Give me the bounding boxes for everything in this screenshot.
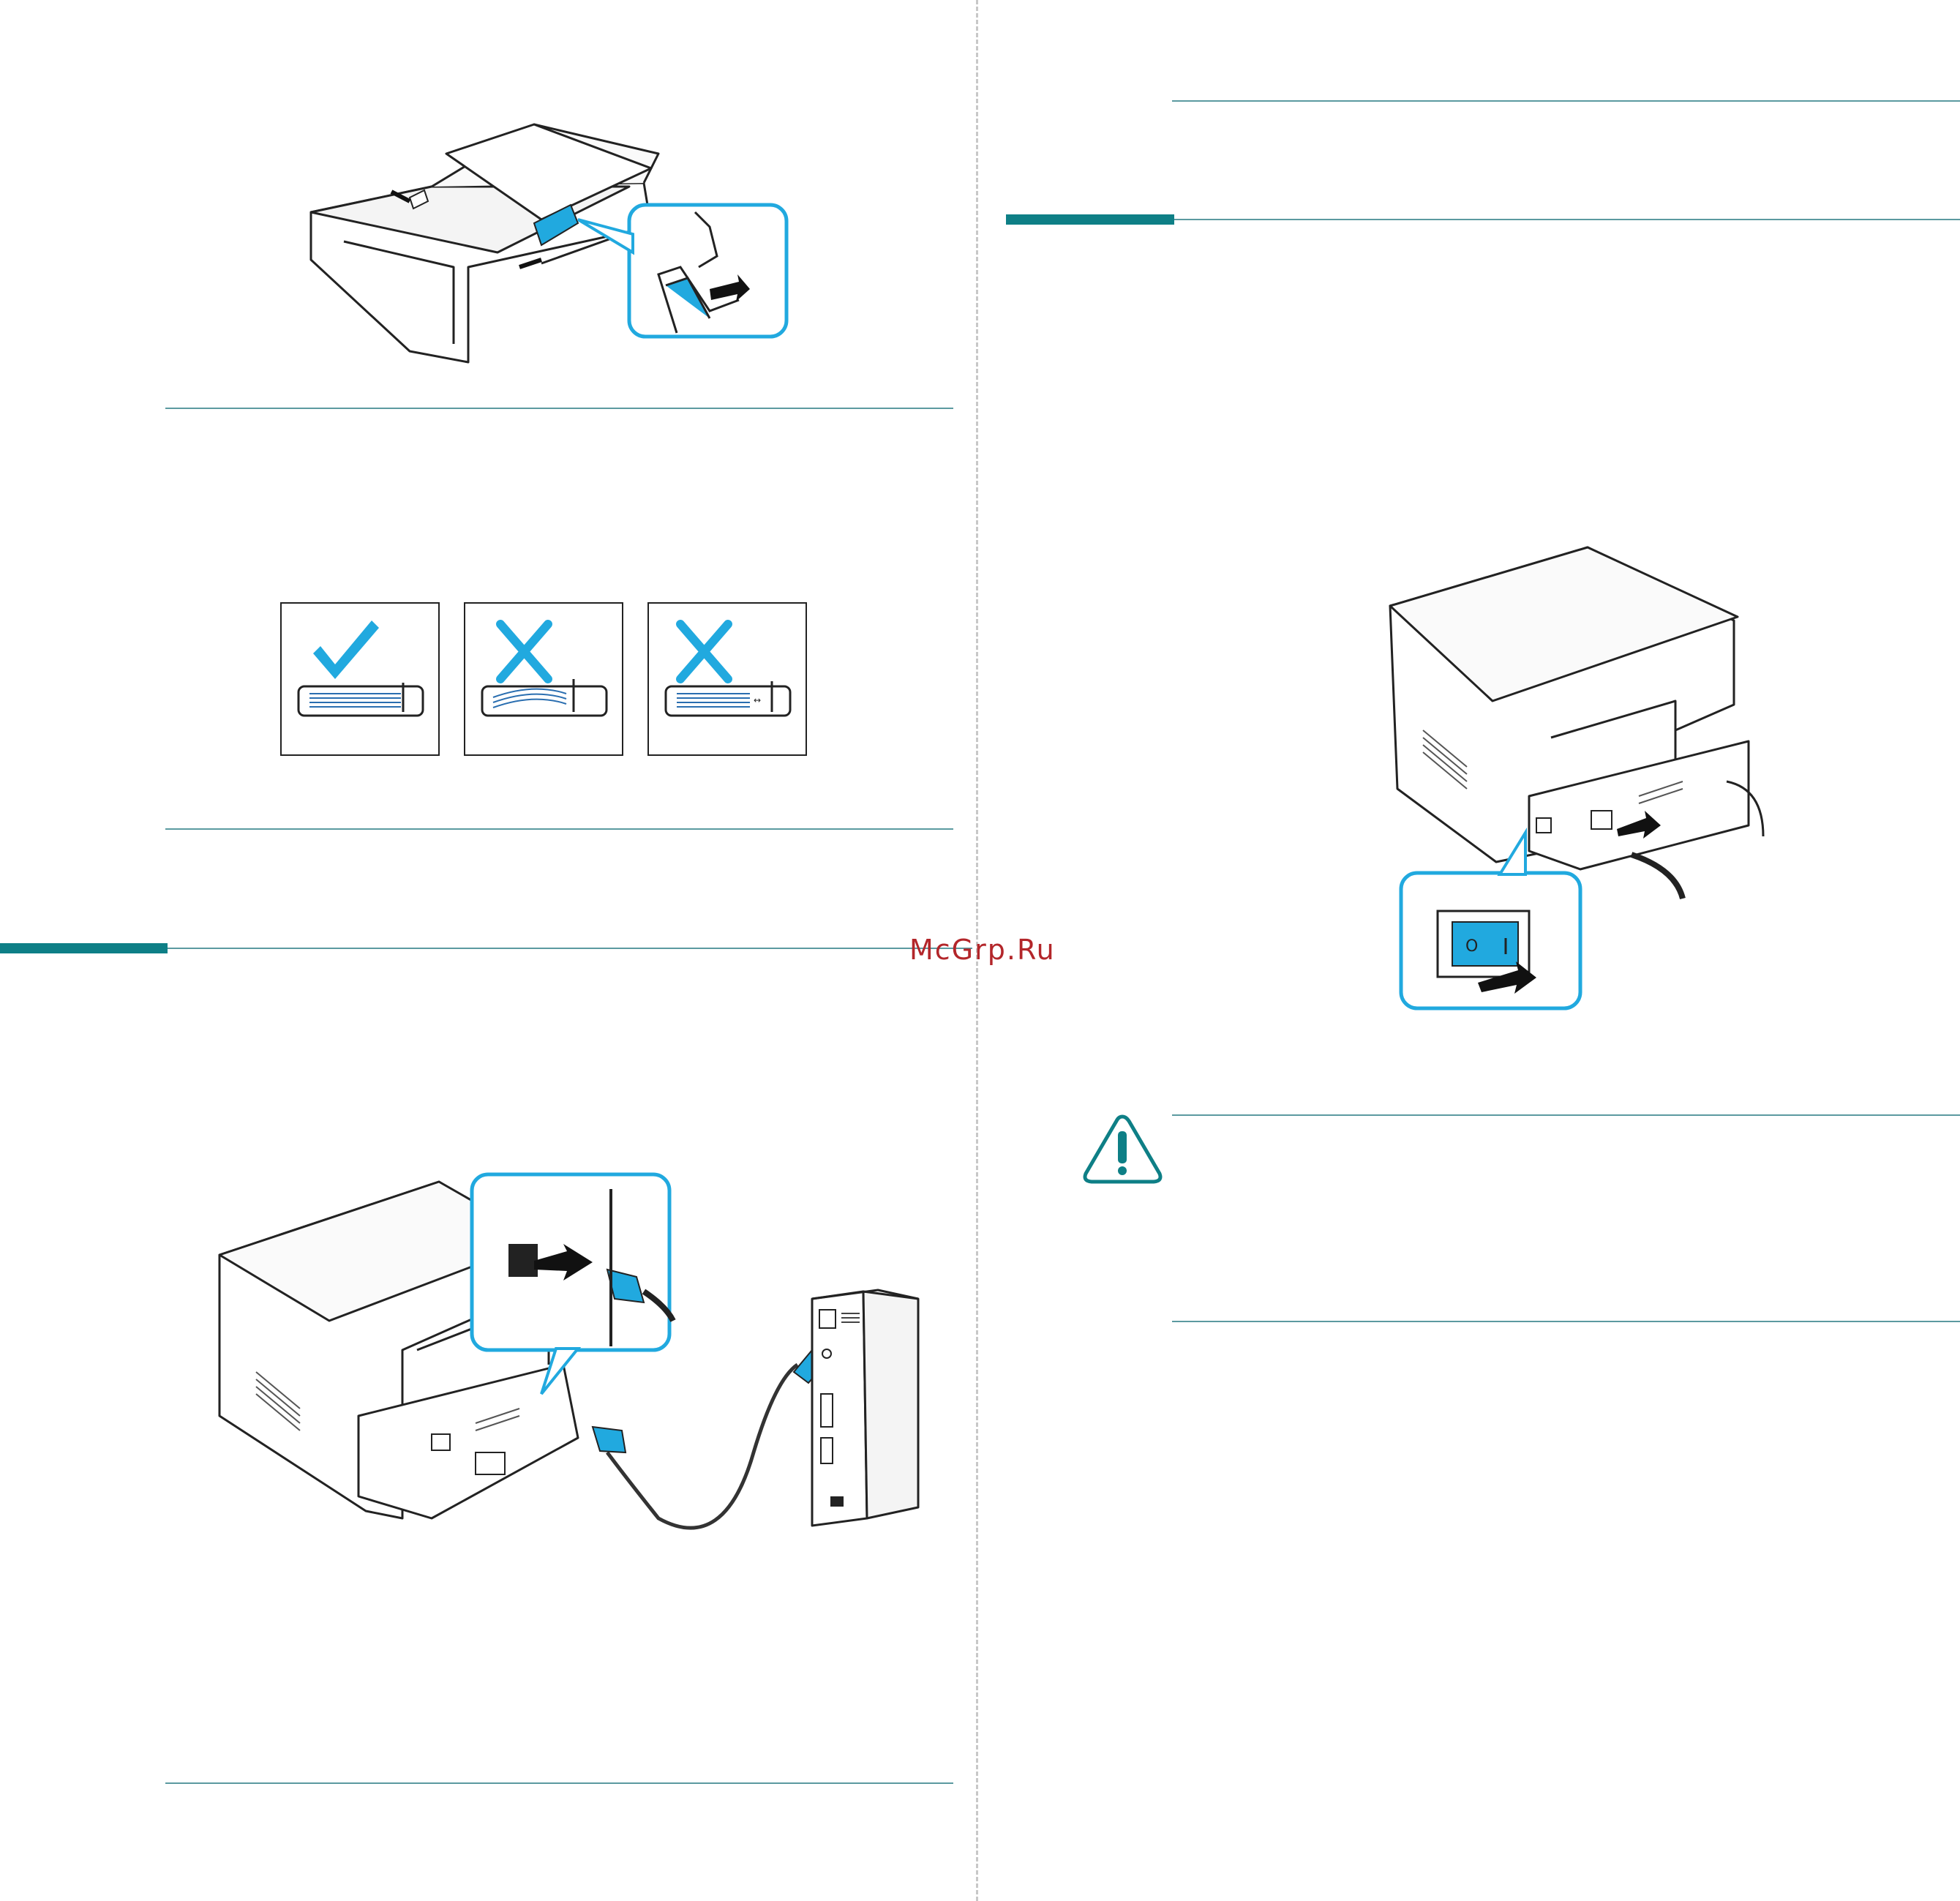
paper-tray-illustration	[309, 123, 789, 364]
section-heading-bar	[0, 943, 168, 953]
caution-bottom-rule	[1172, 1321, 1960, 1322]
cross-icon	[496, 620, 552, 683]
svg-text:↔: ↔	[754, 695, 761, 705]
section-rule	[1172, 100, 1960, 102]
section-heading-bar	[1006, 214, 1174, 225]
paper-load-correct-panel	[280, 602, 440, 756]
section-rule	[165, 408, 953, 409]
section-rule	[165, 1782, 953, 1784]
cross-icon	[676, 620, 732, 683]
paper-load-wrong-panel-2: ↔	[647, 602, 807, 756]
watermark: McGrp.Ru	[909, 934, 1056, 966]
section-heading-rule	[1174, 219, 1960, 220]
section-heading-rule	[168, 948, 972, 949]
caution-top-rule	[1172, 1114, 1960, 1116]
warning-triangle-icon	[1083, 1114, 1163, 1184]
paper-load-wrong-panel-1	[464, 602, 623, 756]
section-rule	[165, 828, 953, 830]
checkmark-icon	[313, 620, 379, 679]
column-divider	[976, 0, 978, 1901]
usb-connection-illustration	[218, 1172, 920, 1530]
power-switch-illustration: O	[1389, 546, 1765, 1011]
svg-text:O: O	[1465, 937, 1478, 956]
